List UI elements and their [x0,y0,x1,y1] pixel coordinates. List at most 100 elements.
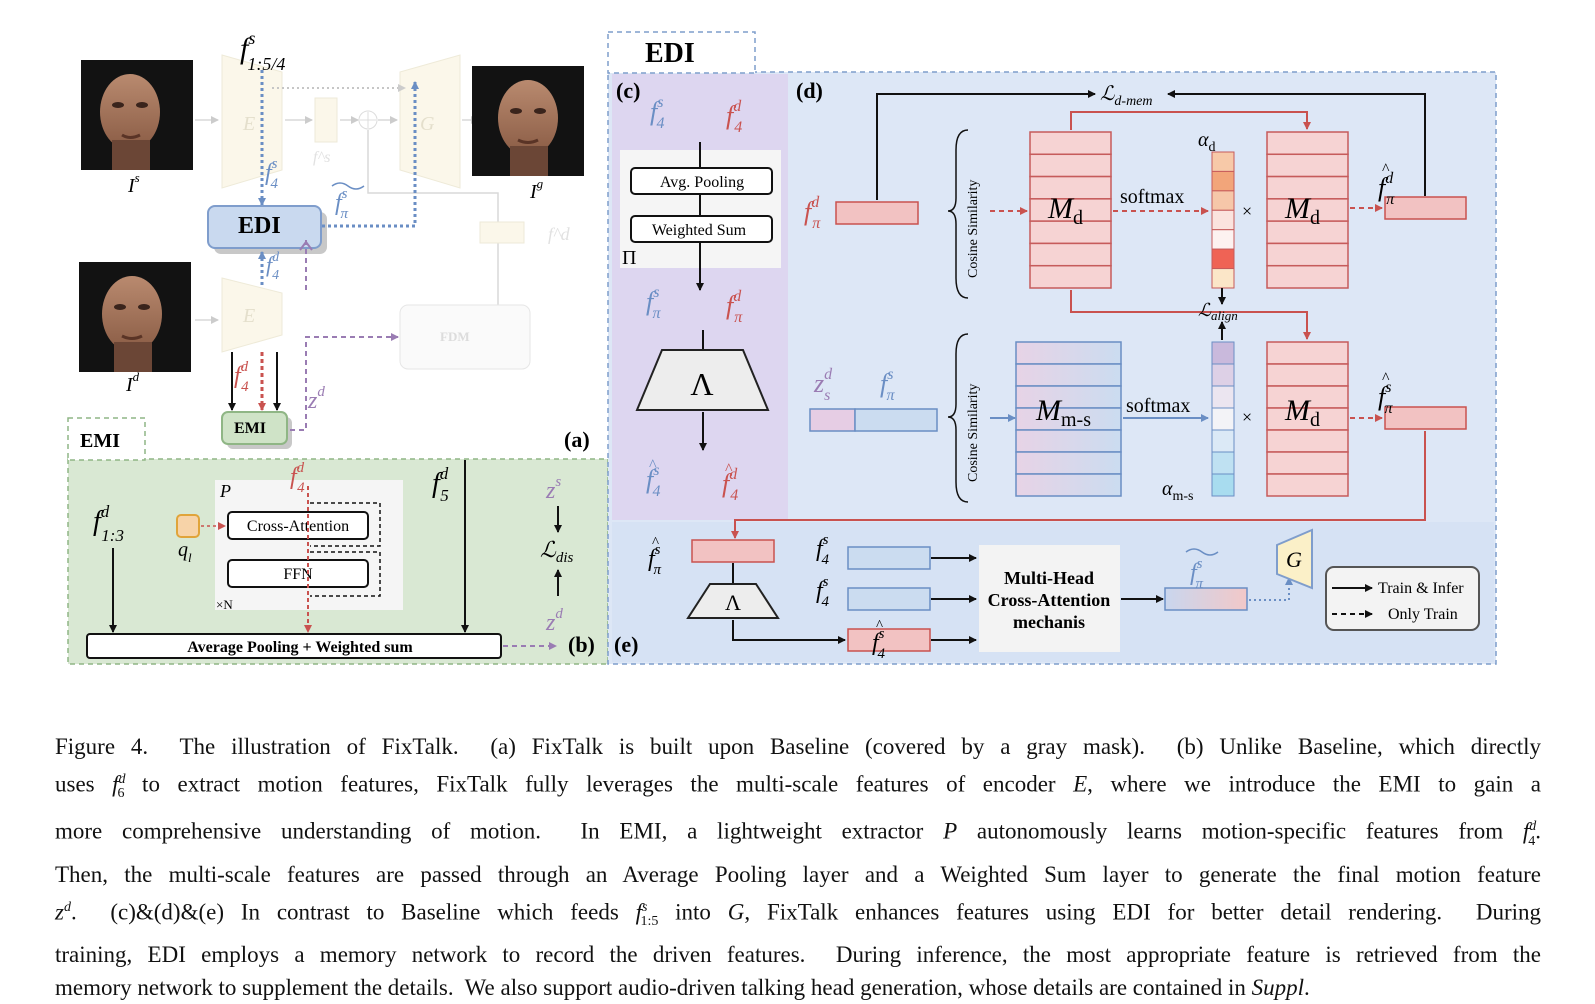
alpha-ms-cell [1211,473,1235,497]
hat-1: ^ [649,457,657,474]
feature-f-hat-s-pi [1384,406,1467,430]
feature-f-hat-s-4-e [847,628,931,652]
md-value-bottom-slot [1266,341,1349,365]
feature-f-hat-s-pi-e [691,539,775,563]
face-source [81,60,193,170]
times-top: × [1242,201,1252,221]
repeat-n-label: ×N [216,597,233,612]
generator-label: G [420,113,435,135]
emi-title: EMI [80,430,120,452]
hat-4: ^ [1382,370,1390,387]
mms-slot [1015,363,1122,387]
hat-5: ^ [652,535,659,551]
fd-label-faded: f^d [548,224,571,244]
cos-sim-label-bottom: Cosine Similarity [966,384,981,482]
memory-md-value-top [1266,131,1349,289]
legend-solid-label: Train & Infer [1378,580,1464,597]
fdm-block [399,304,531,370]
memory-md-value-bottom [1266,341,1349,497]
mhca-line3: mechanis [1013,612,1085,632]
mhca-line2: Cross-Attention [988,590,1111,610]
feature-f-s-pi [854,408,938,432]
mhca-line1: Multi-Head [1004,568,1094,588]
memory-md-query [1029,131,1112,289]
hat-6: ^ [876,618,883,634]
feature-f-tilde-s-pi [1164,587,1248,611]
feature-f-s-4-e2 [847,587,931,611]
softmax-label-bottom: softmax [1126,395,1190,417]
alpha-ms-cell [1211,341,1235,365]
md-value-bottom-slot [1266,451,1349,475]
softmax-label-top: softmax [1120,186,1184,208]
alpha-d-bar [1211,151,1235,289]
label-source-image: Is [127,170,140,197]
caption-line-4: Then, the multi-scale features are passe… [55,861,1541,887]
panel-e-label: (e) [614,632,638,657]
weighted-sum-label: Weighted Sum [652,222,747,239]
hat-2: ^ [725,461,733,478]
cross-attention-label: Cross-Attention [247,518,349,535]
alpha-d-cell [1211,229,1235,250]
encoder-block-driving [221,277,283,353]
generator-g-label: G [1286,547,1302,572]
edi-block [207,205,322,249]
emi-block-label: EMI [234,420,266,437]
extractor-p-label: P [219,481,231,501]
mms-slot [1015,451,1122,475]
fs-label-faded: f^s [313,149,330,166]
edi-block-label: EDI [238,213,281,239]
memory-mms [1015,341,1122,497]
panel-b-label: (b) [568,632,595,657]
feature-f-s-4-e1 [847,546,931,570]
edi-title-tab [607,31,756,74]
alpha-d-cell [1211,248,1235,270]
pooling-bar-label: Average Pooling + Weighted sum [187,639,413,656]
emi-title-tab [67,417,146,461]
md-query-slot [1029,153,1112,178]
caption-line-6: training, EDI employs a memory network t… [55,941,1541,967]
encoder-label-driving: E [242,305,255,327]
hat-3: ^ [1382,161,1390,178]
md-query-slot [1029,131,1112,156]
encoder-label-source: E [242,113,255,135]
panel-a-label: (a) [564,427,590,452]
md-value-top-slot [1266,264,1349,289]
emi-block [221,411,288,445]
mms-slot [1015,473,1122,497]
weighted-sum-box [630,215,773,243]
ffn-box [227,559,369,588]
lambda-block-e [686,583,780,619]
fd-block [479,221,525,244]
fs-block [314,97,338,143]
alpha-d-cell [1211,170,1235,192]
caption-line-1: Figure 4. The illustration of FixTalk. (… [55,734,1541,759]
panel-c-region [612,74,788,520]
panel-c-label: (c) [616,78,640,103]
pooling-bar [86,633,502,659]
caption-line-7: memory network to supplement the details… [55,974,1310,1000]
feature-z-d-s [809,408,856,432]
fdm-label: FDM [440,329,470,344]
cos-sim-label-top: Cosine Similarity [966,180,981,278]
feature-f-hat-d-pi [1384,196,1467,220]
add-node [358,110,378,130]
md-value-top-slot [1266,131,1349,156]
alpha-ms-bar [1211,341,1235,497]
alpha-ms-cell [1211,385,1235,409]
encoder-block-source [221,54,283,189]
md-value-top-slot [1266,153,1349,178]
alpha-d-cell [1211,209,1235,231]
face-generated [472,66,584,176]
pi-label: Π [622,247,636,269]
alpha-d-cell [1211,190,1235,211]
mhca-box [979,545,1120,652]
figure-caption: Figure 4. The illustration of FixTalk. (… [55,730,1541,1004]
md-value-top-slot [1266,242,1349,267]
mms-slot [1015,385,1122,409]
query-token [176,514,200,538]
lambda-label-c: Λ [690,366,713,402]
